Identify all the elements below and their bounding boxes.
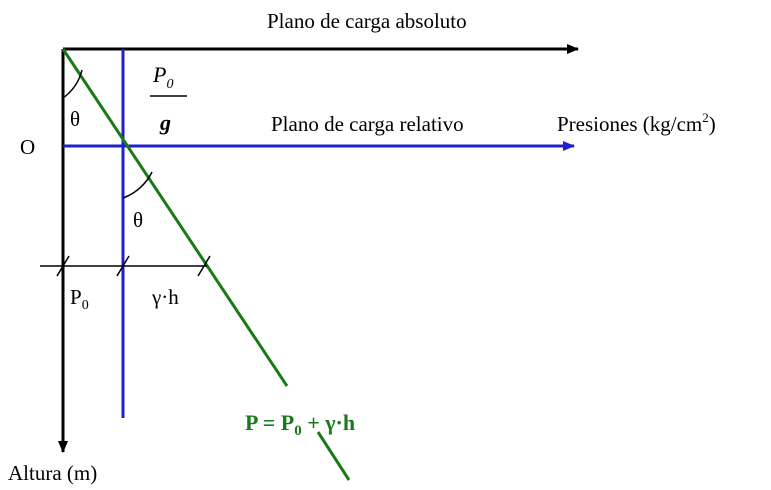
pressure-axis-exponent: 2: [702, 110, 709, 125]
p0-fraction-numerator: P0: [152, 62, 173, 92]
measure-tick-mid: [116, 255, 130, 277]
absolute-plane-label: Plano de carga absoluto: [267, 9, 467, 33]
measure-tick-left: [56, 255, 70, 277]
p0-fraction-denominator: g: [159, 110, 171, 135]
pressure-line: [61, 48, 289, 387]
p0-segment-label: P0: [70, 285, 89, 313]
pressure-axis-label: Presiones (kg/cm2): [557, 110, 716, 136]
pressure-equation: P = P0 + γ·h: [245, 410, 355, 439]
pressure-equation-sub: 0: [294, 423, 302, 439]
p0-fraction-numerator-sub: 0: [166, 77, 173, 92]
height-axis-label: Altura (m): [8, 461, 97, 485]
gamma-h-label: γ·h: [151, 285, 179, 309]
pressure-line-tail: [316, 431, 351, 481]
pressure-axis-close: ): [709, 112, 716, 136]
measure-tick-right: [197, 255, 211, 277]
p0-segment-sub: 0: [82, 298, 89, 313]
pressure-equation-rhs: + γ·h: [302, 410, 355, 435]
mid-angle-arc: [122, 171, 153, 199]
theta-mid-label: θ: [133, 208, 143, 232]
relative-plane-label: Plano de carga relativo: [271, 112, 464, 136]
top-angle-arc: [62, 69, 83, 99]
origin-label: O: [20, 135, 35, 159]
theta-top-label: θ: [70, 107, 80, 131]
